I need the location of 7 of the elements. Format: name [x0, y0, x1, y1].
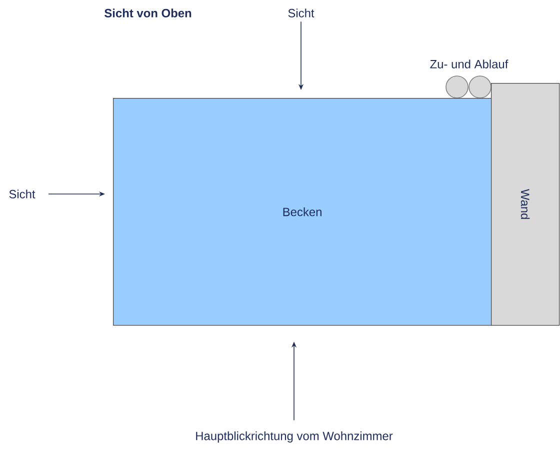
- wall-box: Wand: [491, 83, 560, 326]
- view-label: Sicht: [9, 190, 36, 198]
- pipe-label: Zu- und Ablauf: [430, 60, 508, 68]
- title: Sicht von Oben: [104, 8, 192, 18]
- view-label: Hauptblickrichtung vom Wohnzimmer: [196, 431, 393, 443]
- pool-box: Becken: [113, 98, 492, 326]
- view-label: Sicht: [288, 8, 314, 18]
